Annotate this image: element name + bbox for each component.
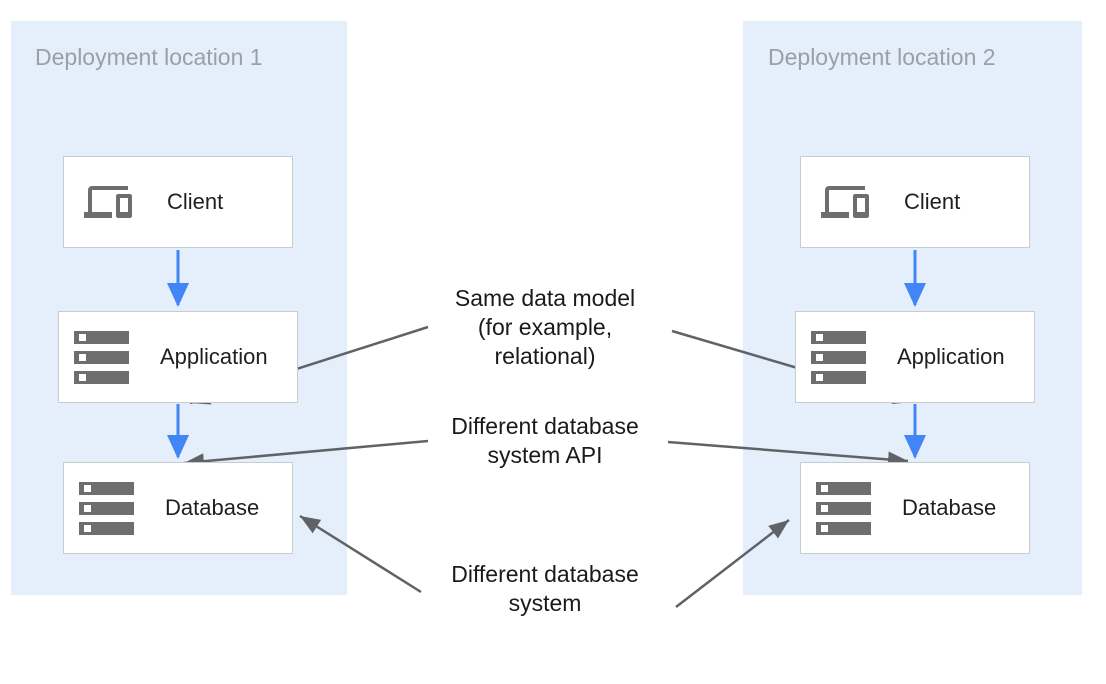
annotation-line: Same data model [454, 285, 636, 311]
node-label: Database [902, 495, 997, 520]
deployment-location-1-title: Deployment location 1 [35, 44, 263, 70]
annotation-line: (for example, [477, 314, 613, 340]
application-node-2: Application [795, 311, 1035, 403]
client-node-2: Client [800, 156, 1030, 248]
devices-icon [821, 186, 869, 218]
node-label: Client [904, 189, 961, 214]
annotation-same-data-model: Same data model (for example, relational… [405, 284, 685, 371]
node-label: Application [160, 344, 268, 369]
node-label: Client [167, 189, 224, 214]
application-node-1: Application [58, 311, 298, 403]
annotation-line: relational) [494, 343, 596, 369]
server-stack-icon [74, 330, 129, 384]
server-stack-icon [811, 330, 866, 384]
annotation-line: Different database [451, 413, 639, 439]
annotation-different-database-system-api: Different database system API [405, 412, 685, 470]
server-stack-icon [816, 481, 871, 535]
annotation-line: system API [487, 442, 603, 468]
annotation-different-database-system: Different database system [405, 560, 685, 618]
database-node-2: Database [800, 462, 1030, 554]
annotation-line: Different database [451, 561, 639, 587]
client-node-1: Client [63, 156, 293, 248]
node-label: Database [165, 495, 260, 520]
deployment-location-2-title: Deployment location 2 [768, 44, 996, 70]
database-node-1: Database [63, 462, 293, 554]
devices-icon [84, 186, 132, 218]
node-label: Application [897, 344, 1005, 369]
annotation-line: system [508, 590, 582, 616]
server-stack-icon [79, 481, 134, 535]
